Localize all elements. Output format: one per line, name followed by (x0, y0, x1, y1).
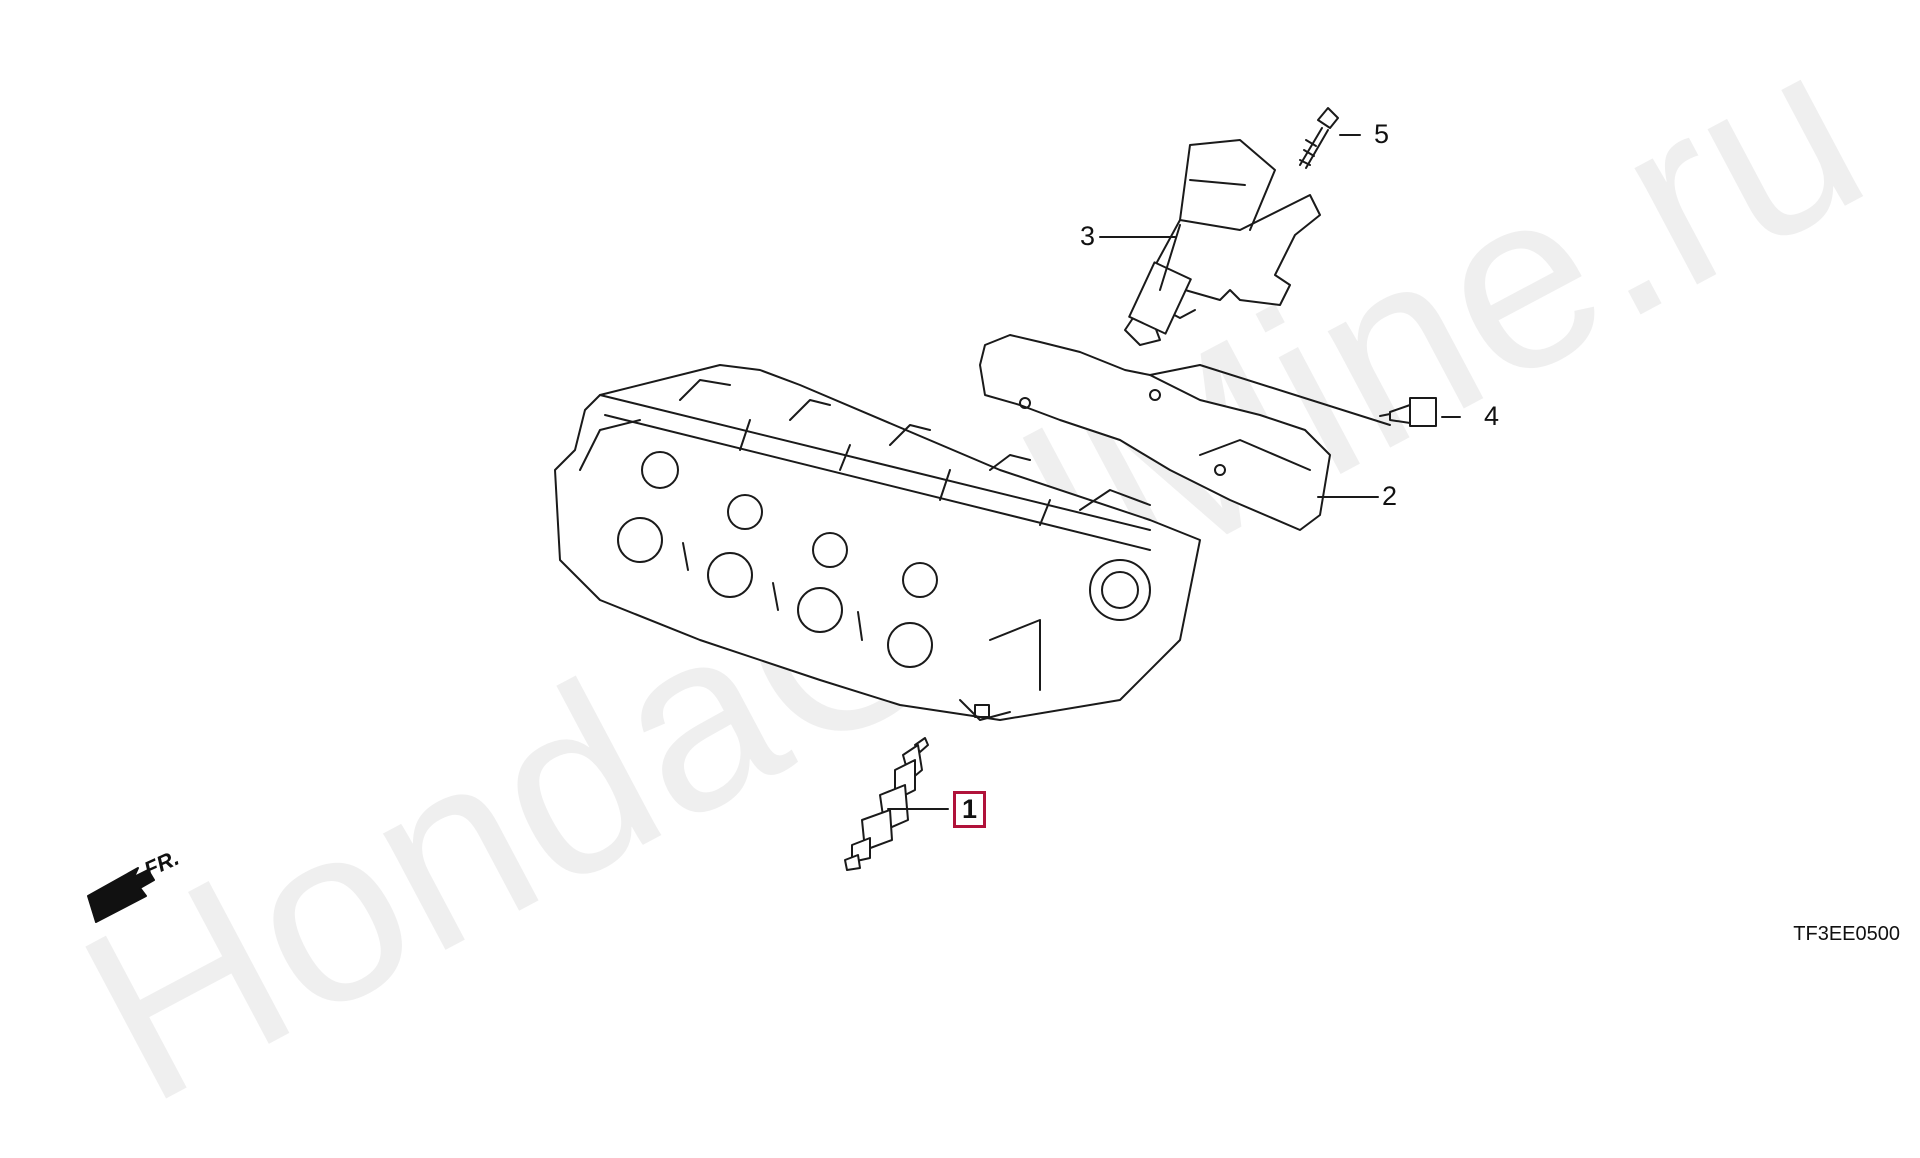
parts-diagram: HondaOnlMine.ru (42, 0, 1903, 1155)
cylinder-head (554, 364, 1201, 721)
coil-bolt (1299, 107, 1339, 169)
coil-cover (979, 334, 1391, 531)
callout-2[interactable]: 2 (1382, 481, 1398, 511)
ignition-coil (1124, 139, 1321, 346)
front-direction-arrow (87, 867, 155, 923)
callout-3[interactable]: 3 (1080, 221, 1096, 251)
leader-lines (887, 134, 1461, 810)
diagram-artwork (87, 107, 1461, 923)
cover-bolt (1379, 397, 1437, 427)
callout-5[interactable]: 5 (1374, 119, 1390, 149)
diagram-code: TF3EE0500 (1793, 923, 1900, 945)
callout-4[interactable]: 4 (1484, 401, 1500, 431)
callout-1[interactable]: 1 (953, 791, 987, 828)
spark-plug (844, 737, 929, 871)
